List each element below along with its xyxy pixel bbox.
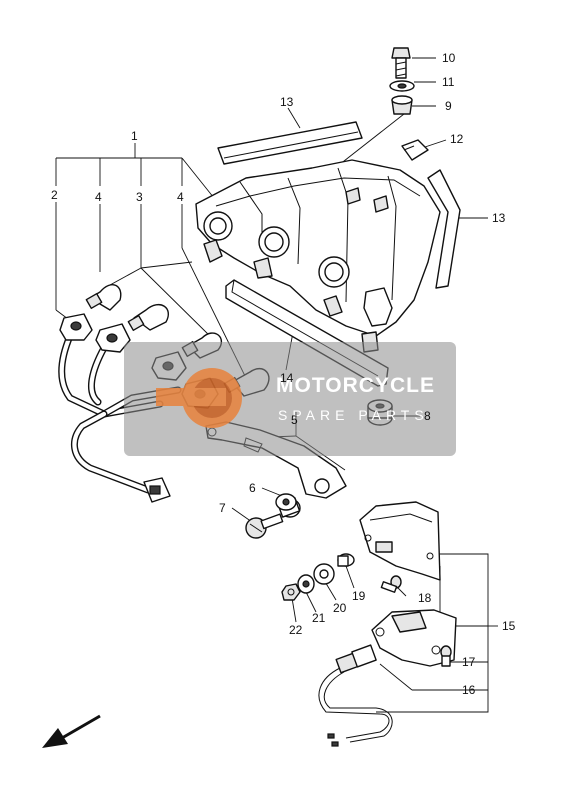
nut-clip <box>401 139 429 161</box>
watermark: MOTORCYCLE SPARE PARTS <box>124 342 456 456</box>
weatherstrip-top <box>217 121 363 165</box>
callout-16: 16 <box>462 683 476 697</box>
callout-8: 8 <box>424 409 431 423</box>
callout-18: 18 <box>418 591 432 605</box>
screw-17 <box>440 645 452 667</box>
callout-labels: 1 2 4 3 4 13 10 11 9 12 13 14 8 5 6 7 15… <box>51 51 516 697</box>
callout-11: 11 <box>442 75 455 89</box>
bolt-hardware-stack <box>389 47 429 161</box>
nut-22 <box>281 583 301 601</box>
watermark-title: MOTORCYCLE <box>276 374 435 397</box>
washer-21 <box>297 574 315 594</box>
callout-20: 20 <box>333 601 347 615</box>
callout-4-left: 4 <box>95 190 102 204</box>
callout-12: 12 <box>450 132 464 146</box>
bolt <box>391 47 411 59</box>
callout-3: 3 <box>136 190 143 204</box>
callout-10: 10 <box>442 51 456 65</box>
screw-7 <box>245 513 284 539</box>
callout-13-top: 13 <box>280 95 294 109</box>
callout-2: 2 <box>51 188 58 202</box>
tail-light-housing <box>195 159 441 353</box>
callout-15: 15 <box>502 619 516 633</box>
watermark-subtitle: SPARE PARTS <box>278 407 429 423</box>
callout-7: 7 <box>219 501 226 515</box>
socket-2 <box>59 313 93 341</box>
collar-19 <box>337 553 355 567</box>
bulb-3 <box>127 304 169 332</box>
callout-17: 17 <box>462 655 476 669</box>
screw-18 <box>380 575 402 593</box>
socket-3 <box>95 323 131 353</box>
watermark-logo-icon <box>156 368 242 428</box>
license-bulb-socket <box>318 644 393 747</box>
callout-22: 22 <box>289 623 303 637</box>
callout-5: 5 <box>291 413 298 427</box>
license-light-base <box>371 609 457 667</box>
callout-14: 14 <box>280 371 294 385</box>
bulb-4-left <box>85 283 122 311</box>
grommet-20 <box>313 563 335 585</box>
callout-6: 6 <box>249 481 256 495</box>
callout-21: 21 <box>312 611 326 625</box>
callout-19: 19 <box>352 589 366 603</box>
callout-13-right: 13 <box>492 211 506 225</box>
license-light-cover <box>359 501 441 581</box>
callout-4-right: 4 <box>177 190 184 204</box>
callout-9: 9 <box>445 99 452 113</box>
weatherstrip-right <box>427 169 461 289</box>
grommet-6 <box>275 493 301 518</box>
front-direction-arrow-icon <box>42 714 101 748</box>
callout-1: 1 <box>131 129 138 143</box>
